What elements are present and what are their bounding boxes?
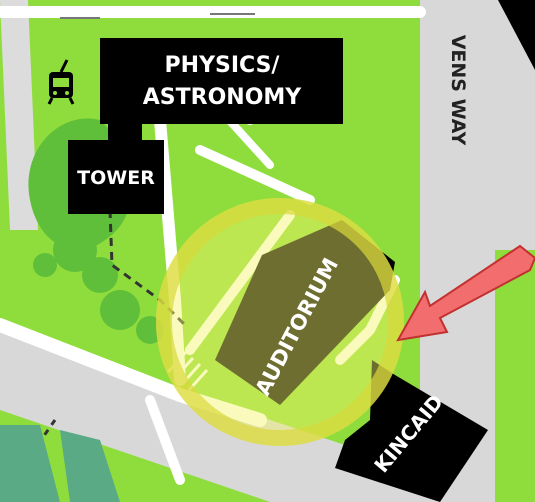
train-icon xyxy=(47,59,75,105)
teal-area xyxy=(0,425,60,502)
tree-cluster xyxy=(100,290,140,330)
tree-cluster xyxy=(53,228,97,272)
arrow-icon xyxy=(396,244,535,342)
building-top-right xyxy=(498,0,535,70)
tree-cluster xyxy=(82,257,118,293)
building-physics-astronomy xyxy=(100,38,343,124)
label-tower: TOWER xyxy=(77,167,155,189)
highlight-circle xyxy=(156,198,404,446)
label-physics-line1: PHYSICS/ xyxy=(165,53,281,78)
road-west xyxy=(0,0,38,230)
road-east xyxy=(495,0,535,250)
tree-cluster xyxy=(33,253,57,277)
building-tower xyxy=(68,140,164,214)
label-vens-way: VENS WAY xyxy=(447,35,469,146)
building-kincaid-wing xyxy=(380,455,410,475)
dashed-trail xyxy=(108,209,187,327)
label-physics-line2: ASTRONOMY xyxy=(143,85,303,110)
highlight-ring xyxy=(156,198,404,446)
top-dashes xyxy=(60,13,255,19)
building-auditorium xyxy=(215,220,395,405)
teal-area xyxy=(60,430,120,502)
